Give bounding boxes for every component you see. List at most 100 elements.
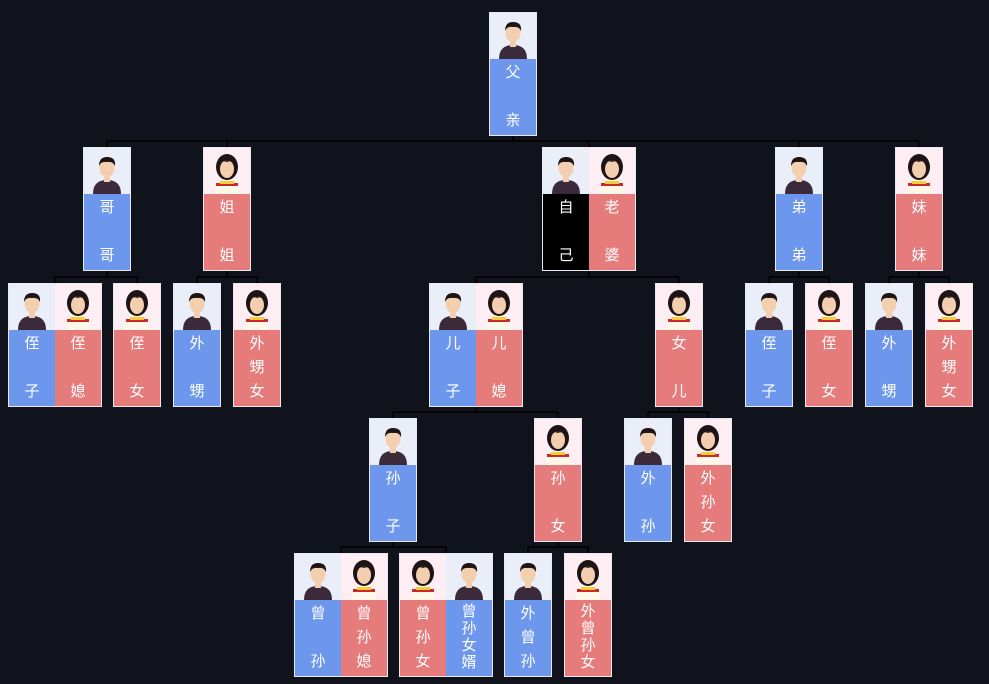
label-char: 孙 bbox=[385, 469, 401, 487]
label-char: 子 bbox=[445, 382, 461, 400]
male-avatar-icon bbox=[746, 284, 792, 330]
node-sunzi[interactable]: 孙子 bbox=[369, 418, 417, 542]
person-card[interactable]: 儿子 bbox=[430, 284, 476, 406]
node-waisun[interactable]: 外孙 bbox=[624, 418, 672, 542]
person-card[interactable]: 姐姐 bbox=[204, 148, 250, 270]
female-avatar-icon bbox=[685, 419, 731, 465]
person-label: 外甥 bbox=[866, 330, 912, 406]
label-char: 外 bbox=[640, 469, 656, 487]
node-waizengsunnv[interactable]: 外曾孙女 bbox=[564, 553, 612, 677]
person-card[interactable]: 侄子 bbox=[9, 284, 55, 406]
label-char: 姐 bbox=[219, 198, 235, 216]
person-label: 曾孙 bbox=[295, 600, 341, 676]
node-erzi[interactable]: 儿子儿媳 bbox=[429, 283, 523, 407]
person-card[interactable]: 孙子 bbox=[370, 419, 416, 541]
person-card[interactable]: 外曾孙 bbox=[505, 554, 551, 676]
label-char: 老 bbox=[604, 198, 620, 216]
label-char: 弟 bbox=[791, 246, 807, 264]
label-char: 孙 bbox=[550, 469, 566, 487]
person-card[interactable]: 曾孙女婿 bbox=[446, 554, 492, 676]
node-zhizi-r[interactable]: 侄子 bbox=[745, 283, 793, 407]
person-card[interactable]: 曾孙媳 bbox=[341, 554, 387, 676]
female-avatar-icon bbox=[204, 148, 250, 194]
node-gege[interactable]: 哥哥 bbox=[83, 147, 131, 271]
person-label: 侄子 bbox=[746, 330, 792, 406]
label-char: 姐 bbox=[219, 246, 235, 264]
node-zhinv-l[interactable]: 侄女 bbox=[113, 283, 161, 407]
person-label: 外孙女 bbox=[685, 465, 731, 541]
female-avatar-icon bbox=[234, 284, 280, 330]
node-zhinv-r[interactable]: 侄女 bbox=[805, 283, 853, 407]
person-card[interactable]: 哥哥 bbox=[84, 148, 130, 270]
male-avatar-icon bbox=[430, 284, 476, 330]
person-label: 曾孙女 bbox=[400, 600, 446, 676]
person-card[interactable]: 外孙 bbox=[625, 419, 671, 541]
label-char: 亲 bbox=[505, 111, 521, 129]
female-avatar-icon bbox=[926, 284, 972, 330]
person-label: 儿子 bbox=[430, 330, 476, 406]
node-waishengnv-l[interactable]: 外甥女 bbox=[233, 283, 281, 407]
node-waishengnv-r[interactable]: 外甥女 bbox=[925, 283, 973, 407]
label-char: 曾 bbox=[580, 619, 596, 637]
node-zengsunnv[interactable]: 曾孙女曾孙女婿 bbox=[399, 553, 493, 677]
label-char: 女 bbox=[821, 382, 837, 400]
label-char: 弟 bbox=[791, 198, 807, 216]
person-label: 父亲 bbox=[490, 59, 536, 135]
person-label: 孙女 bbox=[535, 465, 581, 541]
person-card[interactable]: 外甥女 bbox=[926, 284, 972, 406]
label-char: 己 bbox=[558, 246, 574, 264]
female-avatar-icon bbox=[400, 554, 446, 600]
node-waisheng-l[interactable]: 外甥 bbox=[173, 283, 221, 407]
node-father[interactable]: 父亲 bbox=[489, 12, 537, 136]
person-label: 弟弟 bbox=[776, 194, 822, 270]
node-nver[interactable]: 女儿 bbox=[655, 283, 703, 407]
person-card[interactable]: 侄女 bbox=[114, 284, 160, 406]
person-card[interactable]: 老婆 bbox=[589, 148, 635, 270]
node-jiejie[interactable]: 姐姐 bbox=[203, 147, 251, 271]
label-char: 外 bbox=[520, 604, 536, 622]
male-avatar-icon bbox=[505, 554, 551, 600]
person-label: 女儿 bbox=[656, 330, 702, 406]
person-card[interactable]: 外甥 bbox=[866, 284, 912, 406]
node-waisheng-r[interactable]: 外甥 bbox=[865, 283, 913, 407]
person-card[interactable]: 外孙女 bbox=[685, 419, 731, 541]
person-card[interactable]: 自己 bbox=[543, 148, 589, 270]
person-card[interactable]: 侄女 bbox=[806, 284, 852, 406]
label-char: 曾 bbox=[310, 604, 326, 622]
person-card[interactable]: 侄媳 bbox=[55, 284, 101, 406]
node-sunnv[interactable]: 孙女 bbox=[534, 418, 582, 542]
person-label: 妹妹 bbox=[896, 194, 942, 270]
person-card[interactable]: 儿媳 bbox=[476, 284, 522, 406]
node-didi[interactable]: 弟弟 bbox=[775, 147, 823, 271]
person-card[interactable]: 孙女 bbox=[535, 419, 581, 541]
person-card[interactable]: 外甥 bbox=[174, 284, 220, 406]
label-char: 妹 bbox=[911, 246, 927, 264]
female-avatar-icon bbox=[114, 284, 160, 330]
label-char: 女 bbox=[580, 653, 596, 671]
person-card[interactable]: 侄子 bbox=[746, 284, 792, 406]
person-card[interactable]: 曾孙 bbox=[295, 554, 341, 676]
male-avatar-icon bbox=[9, 284, 55, 330]
person-label: 外甥女 bbox=[234, 330, 280, 406]
male-avatar-icon bbox=[174, 284, 220, 330]
label-char: 哥 bbox=[99, 246, 115, 264]
label-char: 外 bbox=[881, 334, 897, 352]
person-card[interactable]: 曾孙女 bbox=[400, 554, 446, 676]
person-card[interactable]: 女儿 bbox=[656, 284, 702, 406]
node-waizengsun[interactable]: 外曾孙 bbox=[504, 553, 552, 677]
person-label: 曾孙女婿 bbox=[446, 600, 492, 676]
person-card[interactable]: 父亲 bbox=[490, 13, 536, 135]
person-card[interactable]: 妹妹 bbox=[896, 148, 942, 270]
person-card[interactable]: 外甥女 bbox=[234, 284, 280, 406]
node-zhizi-l[interactable]: 侄子侄媳 bbox=[8, 283, 102, 407]
node-self[interactable]: 自己老婆 bbox=[542, 147, 636, 271]
label-char: 父 bbox=[505, 63, 521, 81]
person-card[interactable]: 外曾孙女 bbox=[565, 554, 611, 676]
node-waisunnv[interactable]: 外孙女 bbox=[684, 418, 732, 542]
node-zengsun[interactable]: 曾孙曾孙媳 bbox=[294, 553, 388, 677]
label-char: 女 bbox=[671, 334, 687, 352]
person-label: 自己 bbox=[543, 194, 589, 270]
person-card[interactable]: 弟弟 bbox=[776, 148, 822, 270]
node-meimei[interactable]: 妹妹 bbox=[895, 147, 943, 271]
